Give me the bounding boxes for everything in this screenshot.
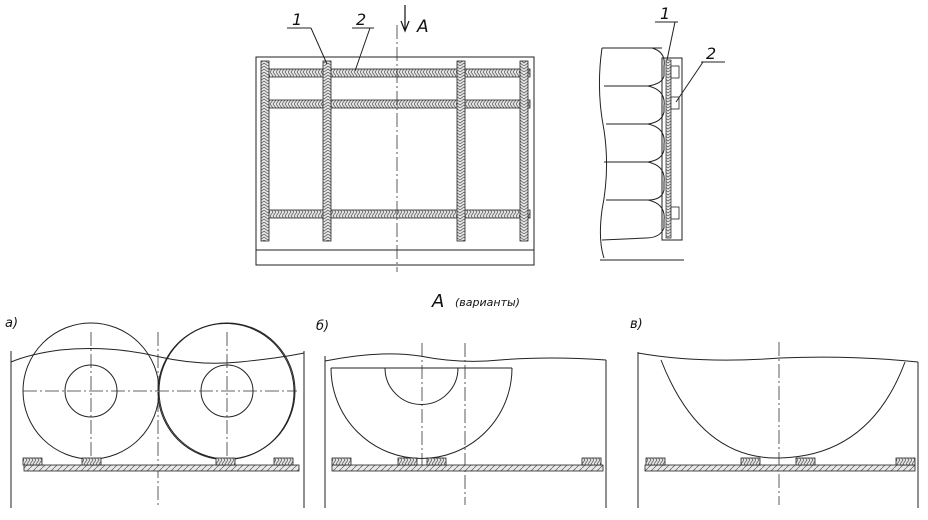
side-block xyxy=(670,65,680,79)
chock xyxy=(895,457,916,466)
side-wall xyxy=(661,57,683,241)
chock xyxy=(426,457,447,466)
section-subtitle: (варианты) xyxy=(455,296,520,309)
callout-2-top xyxy=(352,27,374,72)
vertical-board xyxy=(322,60,332,242)
roll-large xyxy=(660,359,906,459)
chock xyxy=(22,457,43,466)
chock xyxy=(331,457,352,466)
chock xyxy=(645,457,666,466)
vertical-board xyxy=(519,60,529,242)
roll-half-core xyxy=(384,367,459,405)
chock xyxy=(215,457,236,466)
roll-half xyxy=(330,367,513,459)
callout-2-side xyxy=(675,61,725,103)
floor-board xyxy=(23,464,300,472)
callout-1-side-label: 1 xyxy=(660,4,670,23)
top-view: A 1 2 xyxy=(255,5,535,272)
side-view: 1 2 xyxy=(598,4,725,261)
floor-board xyxy=(331,464,604,472)
callout-2-top-label: 2 xyxy=(356,10,366,29)
callout-1-side xyxy=(655,21,678,61)
vertical-board xyxy=(456,60,466,242)
variant-a xyxy=(10,322,305,508)
chock xyxy=(795,457,816,466)
section-title: A xyxy=(431,291,444,312)
horizontal-board xyxy=(261,209,531,219)
chock xyxy=(81,457,102,466)
variant-a-label: а) xyxy=(5,316,18,331)
variant-b-label: б) xyxy=(316,319,329,334)
floor-board xyxy=(644,464,916,472)
callout-2-side-label: 2 xyxy=(706,44,716,63)
top-view-outline xyxy=(255,56,535,266)
view-arrow-label: A xyxy=(416,17,429,37)
view-arrow xyxy=(400,5,410,33)
horizontal-board xyxy=(261,99,531,109)
callout-1-top xyxy=(287,27,328,65)
variant-v xyxy=(637,342,919,508)
callout-1-top-label: 1 xyxy=(292,10,302,29)
side-block xyxy=(670,206,680,220)
cargo-stack xyxy=(601,47,665,241)
side-board xyxy=(665,59,672,239)
horizontal-board xyxy=(261,68,531,78)
variant-v-label: в) xyxy=(630,317,643,332)
chock xyxy=(740,457,761,466)
variant-b xyxy=(324,343,607,508)
chock xyxy=(397,457,418,466)
vertical-board xyxy=(260,60,270,242)
side-block xyxy=(670,96,680,110)
chock xyxy=(273,457,294,466)
chock xyxy=(581,457,602,466)
